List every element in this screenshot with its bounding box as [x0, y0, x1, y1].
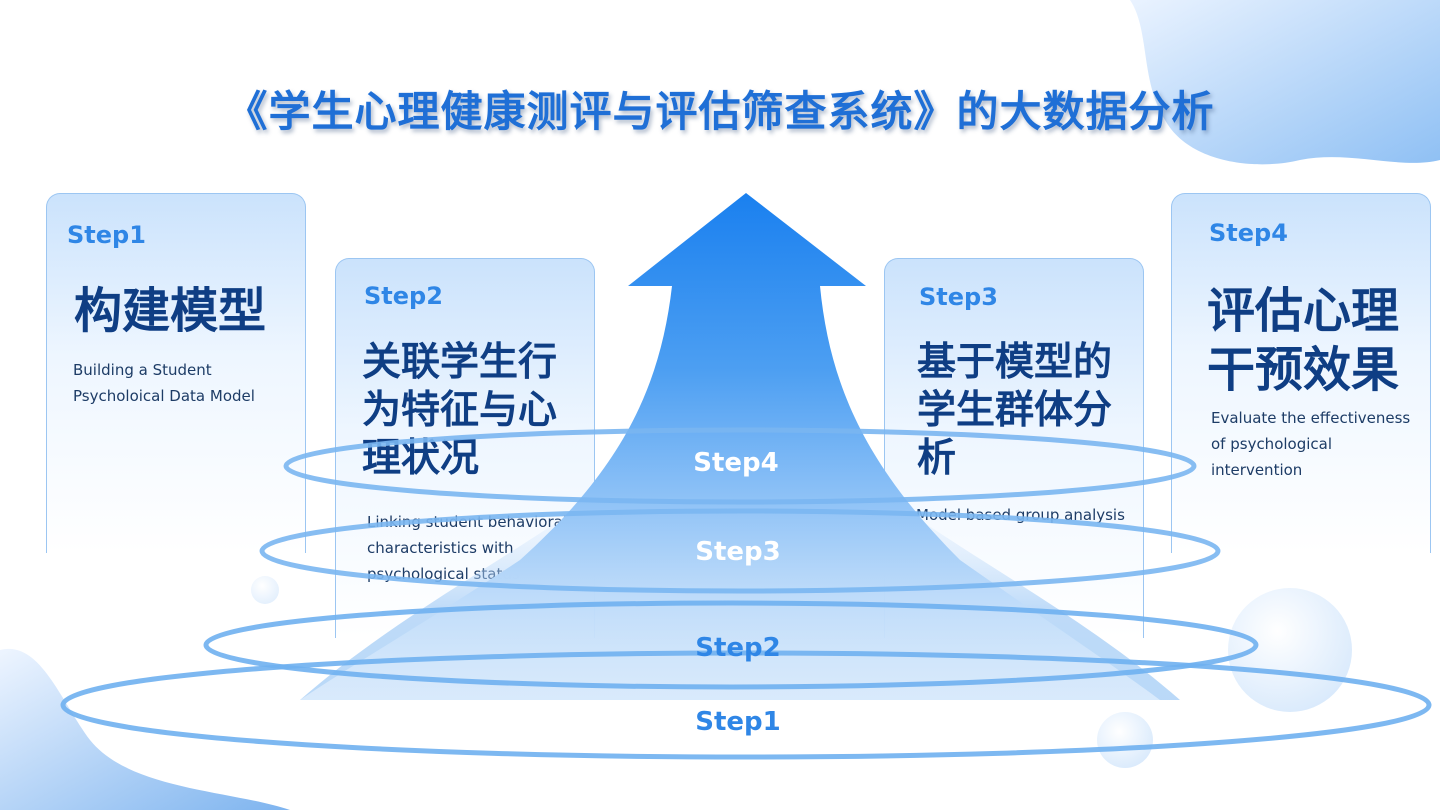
card-description: Evaluate the effectiveness of psychologi… [1211, 409, 1411, 479]
card-step-label: Step1 [67, 221, 146, 249]
card-description: Model based group analysis [916, 506, 1125, 524]
card-step-label: Step3 [919, 283, 998, 311]
card-step-label: Step4 [1209, 219, 1288, 247]
ring-step1 [60, 650, 1432, 760]
ring-label-step2: Step2 [695, 633, 781, 663]
ring-label-step3: Step3 [695, 537, 781, 567]
page-title: 《学生心理健康测评与评估筛查系统》的大数据分析 [225, 87, 1215, 136]
card-heading: 评估心理干预效果 [1207, 283, 1400, 399]
card-step1: Step1 构建模型 Building a Student Psycholoic… [46, 193, 306, 553]
ring-label-step1: Step1 [695, 707, 781, 737]
card-description: Building a Student Psycholoical Data Mod… [73, 361, 255, 405]
card-heading: 基于模型的学生群体分析 [917, 340, 1113, 481]
ring-step3 [259, 508, 1221, 594]
up-arrow [300, 193, 1160, 700]
ring-step4 [283, 427, 1197, 505]
ring-label-step4: Step4 [693, 448, 779, 478]
card-step4: Step4 评估心理干预效果 Evaluate the effectivenes… [1171, 193, 1431, 553]
ring-step2 [203, 600, 1259, 690]
card-heading: 构建模型 [74, 283, 267, 339]
card-step-label: Step2 [364, 282, 443, 310]
